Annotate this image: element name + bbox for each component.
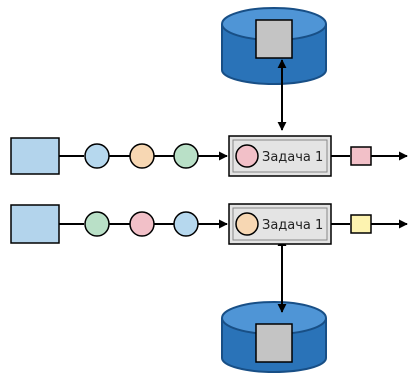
active-event <box>235 212 259 236</box>
task-box-inner <box>232 139 328 173</box>
pipeline-row-2: Задача 1 <box>10 203 408 245</box>
active-event <box>235 144 259 168</box>
state-store-top <box>221 7 327 85</box>
queue-event-3 <box>173 211 199 237</box>
store-inner-square <box>255 323 293 363</box>
queue-event-2 <box>129 211 155 237</box>
task-label: Задача 1 <box>262 218 323 233</box>
store-inner-square <box>255 19 293 59</box>
queue-event-3 <box>173 143 199 169</box>
output-record <box>350 214 372 234</box>
source-box <box>10 137 60 175</box>
queue-event-1 <box>84 211 110 237</box>
queue-event-1 <box>84 143 110 169</box>
state-store-bottom <box>221 301 327 373</box>
pipeline-row-1: Задача 1 <box>10 135 408 177</box>
source-box <box>10 204 60 244</box>
task-box-inner <box>232 207 328 241</box>
task-label: Задача 1 <box>262 150 323 165</box>
queue-event-2 <box>129 143 155 169</box>
output-record <box>350 146 372 166</box>
